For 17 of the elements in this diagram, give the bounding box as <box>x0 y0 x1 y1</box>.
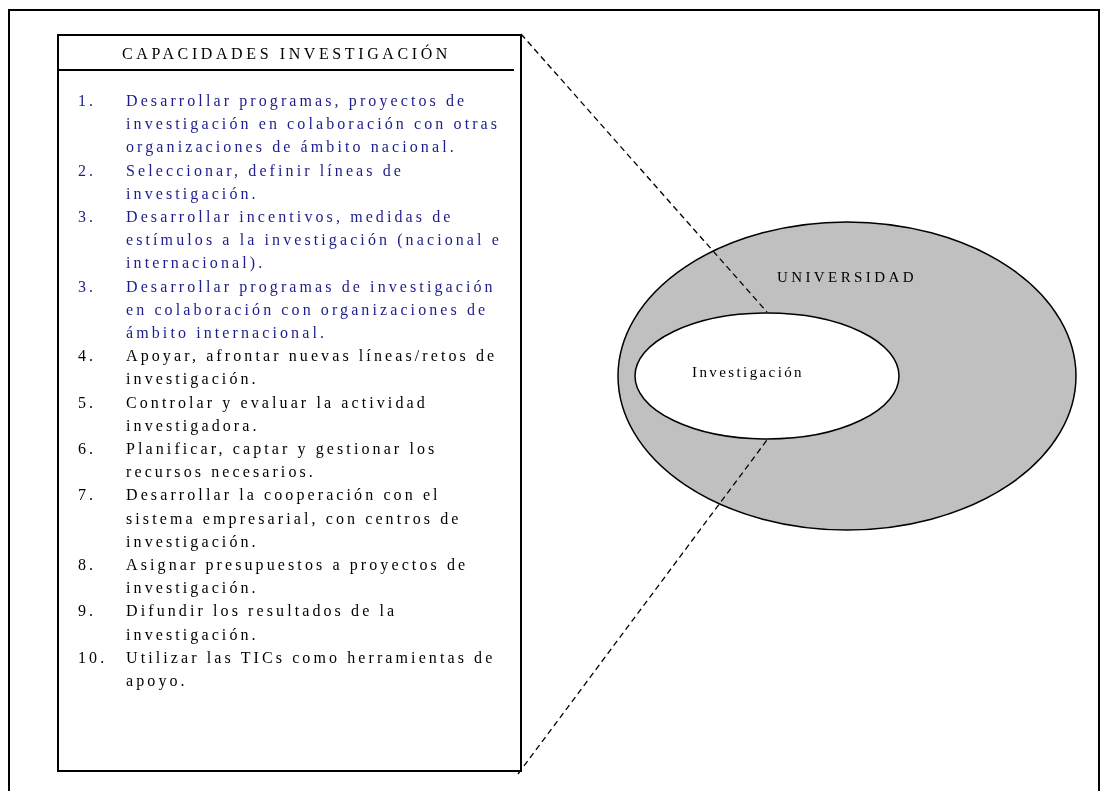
list-item: 1. Desarrollar programas, proyectos de investigación en colaboración con otras organizaciones de ámbito nacional. <box>78 91 502 158</box>
list-item: 8. Asignar presupuestos a proyectos de investigación. <box>78 555 470 599</box>
dashed-connector <box>520 33 768 313</box>
list-item: 4. Apoyar, afrontar nuevas líneas/retos de investigación. <box>78 346 499 390</box>
list-item: 6. Planificar, captar y gestionar los recursos necesarios. <box>78 439 439 483</box>
list-item: 3. Desarrollar incentivos, medidas de estímulos a la investigación (nacional e internacional). <box>78 207 503 274</box>
list-item: 2. Seleccionar, definir líneas de investigación. <box>78 160 406 205</box>
ellipse-label: UNIVERSIDAD <box>777 269 917 286</box>
list-item: 10. Utilizar las TICs como herramientas de apoyo. <box>78 647 497 692</box>
list-item: 7. Desarrollar la cooperación con el sistema empresarial, con centros de investigación. <box>78 485 463 553</box>
list-box <box>57 34 522 772</box>
list-item: 9. Difundir los resultados de la investigación. <box>78 601 399 646</box>
list-item: 5. Controlar y evaluar la actividad investigadora. <box>78 392 429 437</box>
dashed-connector <box>517 439 768 775</box>
list-item: 3. Desarrollar programas de investigación en colaboración con organizaciones de ámbito internacional. <box>78 276 497 344</box>
ellipse-label: Investigación <box>692 364 804 381</box>
list-heading: CAPACIDADES INVESTIGACIÓN <box>59 36 514 71</box>
